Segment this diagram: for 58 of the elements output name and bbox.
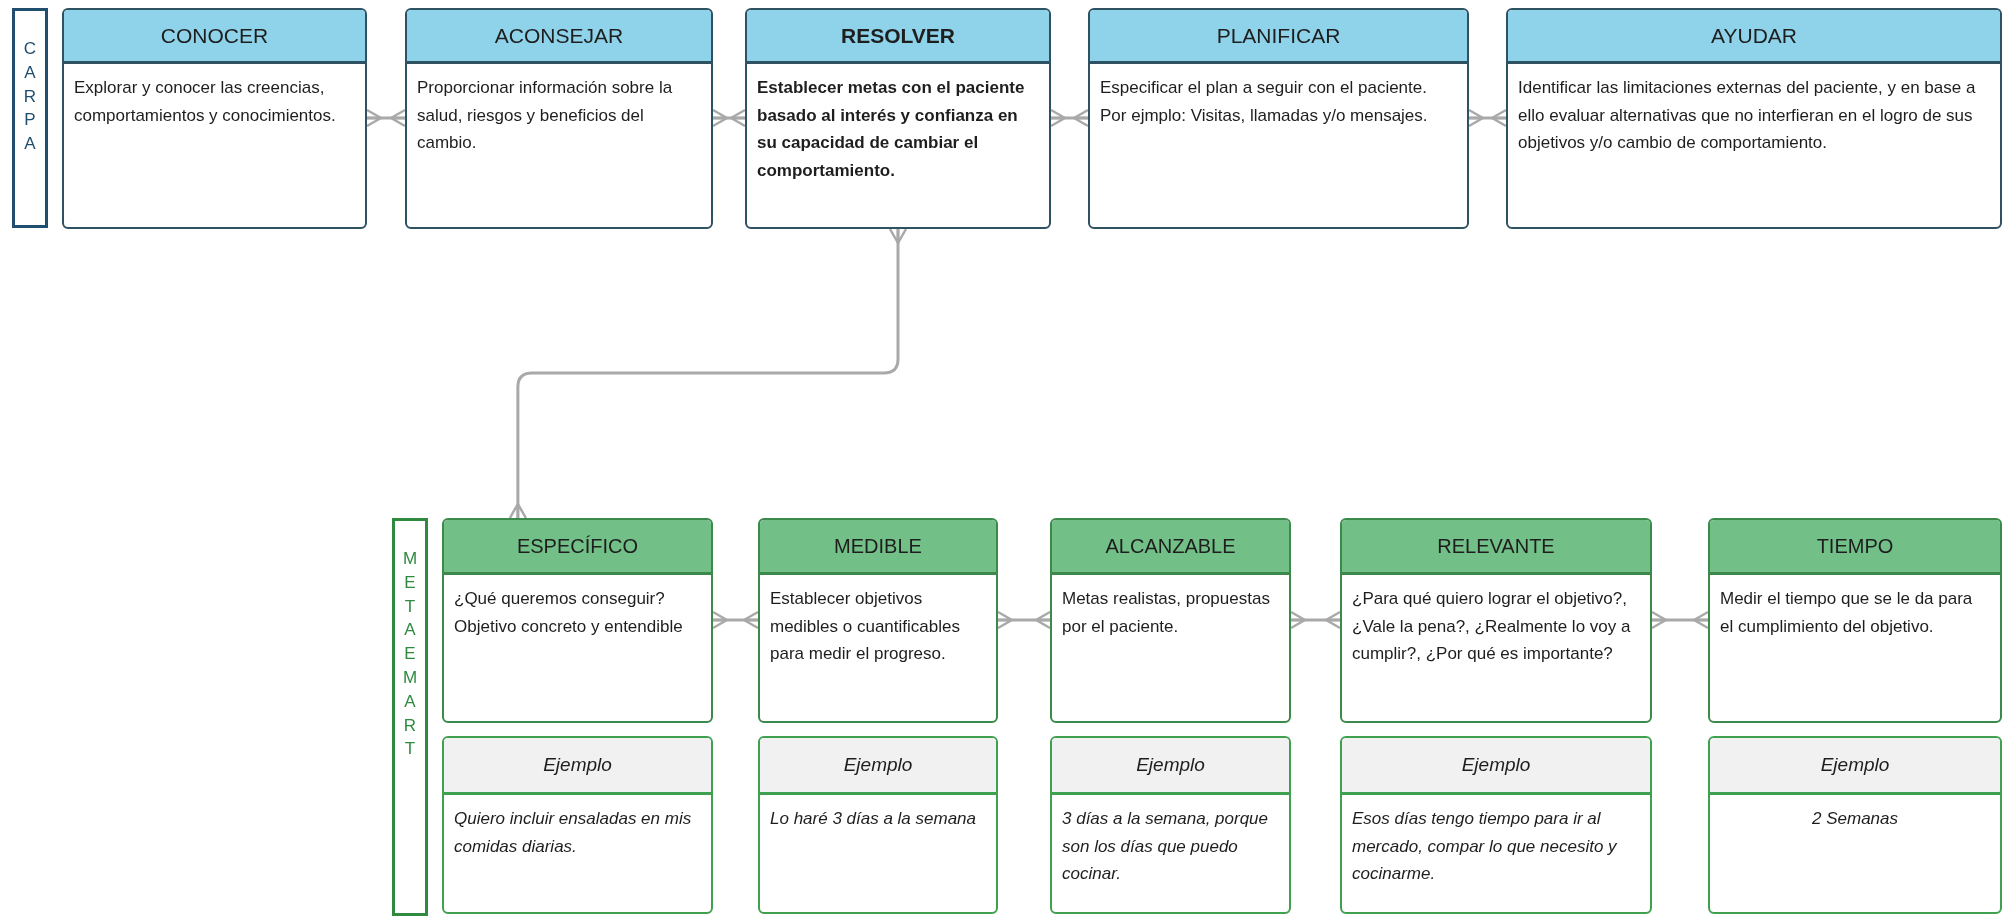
example-card (1340, 736, 1652, 914)
card-text: Esos días tengo tiempo para ir al mercado, compar lo que necesito y cocinarme. (1351, 808, 1618, 886)
step-card (745, 8, 1051, 229)
card-text: 3 días a la semana, porque son los días que puedo cocinar. (1061, 808, 1270, 886)
vertical-label: CARPA (22, 38, 38, 156)
card-heading: ACONSEJAR (407, 10, 711, 64)
relationship-line (996, 610, 1052, 630)
card-heading: CONOCER (64, 10, 365, 64)
card-text: Medir el tiempo que se le da para el cumplimiento del objetivo. (1719, 588, 1974, 638)
step-card (758, 518, 998, 723)
card-heading: AYUDAR (1508, 10, 2000, 64)
card-heading: TIEMPO (1710, 520, 2000, 575)
card-heading: Ejemplo (1052, 738, 1289, 795)
card-heading: PLANIFICAR (1090, 10, 1467, 64)
card-heading: Ejemplo (760, 738, 996, 795)
example-card (758, 736, 998, 914)
card-text: Especificar el plan a seguir con el paciente. Por ejmplo: Visitas, llamadas y/o mensajes. (1099, 77, 1429, 127)
card-text: Identificar las limitaciones externas del paciente, y en base a ello evaluar alternativas que no interfieran en el logro de sus objetivos y/o cambio de comportamiento. (1517, 77, 1977, 155)
vertical-label: META EMART (401, 548, 419, 761)
step-card (62, 8, 367, 229)
card-text: Establecer metas con el paciente basado al interés y confianza en su capacidad de cambiar el comportamiento. (756, 77, 1026, 182)
step-card (1340, 518, 1652, 723)
step-card (1088, 8, 1469, 229)
card-heading: RESOLVER (747, 10, 1049, 64)
relationship-line (1289, 610, 1342, 630)
relationship-line (711, 610, 760, 630)
card-text: ¿Qué queremos conseguir? Objetivo concreto y entendible (453, 588, 684, 638)
card-text: Lo haré 3 días a la semana (769, 808, 978, 830)
card-heading: RELEVANTE (1342, 520, 1650, 575)
card-text: Establecer objetivos medibles o cuantificables para medir el progreso. (769, 588, 961, 666)
relationship-line (1650, 610, 1710, 630)
step-card (1506, 8, 2002, 229)
card-text: 2 Semanas (1811, 808, 1899, 830)
relationship-line (365, 108, 407, 128)
example-card (442, 736, 713, 914)
card-heading: MEDIBLE (760, 520, 996, 575)
step-card (405, 8, 713, 229)
relationship-line (711, 108, 747, 128)
card-heading: ALCANZABLE (1052, 520, 1289, 575)
card-heading: ESPECÍFICO (444, 520, 711, 575)
vertical-label-band (392, 518, 428, 916)
example-card (1708, 736, 2002, 914)
card-text: ¿Para qué quiero lograr el objetivo?, ¿Vale la pena?, ¿Realmente lo voy a cumplir?, ¿Por qué es importante? (1351, 588, 1632, 666)
card-text: Quiero incluir ensaladas en mis comidas diarias. (453, 808, 693, 858)
relationship-line (1467, 108, 1508, 128)
example-card (1050, 736, 1291, 914)
relationship-line (508, 227, 908, 520)
card-heading: Ejemplo (444, 738, 711, 795)
card-heading: Ejemplo (1710, 738, 2000, 795)
card-text: Explorar y conocer las creencias, comportamientos y conocimientos. (73, 77, 337, 127)
step-card (1708, 518, 2002, 723)
card-heading: Ejemplo (1342, 738, 1650, 795)
card-text: Metas realistas, propuestas por el paciente. (1061, 588, 1271, 638)
step-card (1050, 518, 1291, 723)
card-text: Proporcionar información sobre la salud, riesgos y beneficios del cambio. (416, 77, 674, 155)
relationship-line (1049, 108, 1090, 128)
vertical-label-band (12, 8, 48, 228)
step-card (442, 518, 713, 723)
